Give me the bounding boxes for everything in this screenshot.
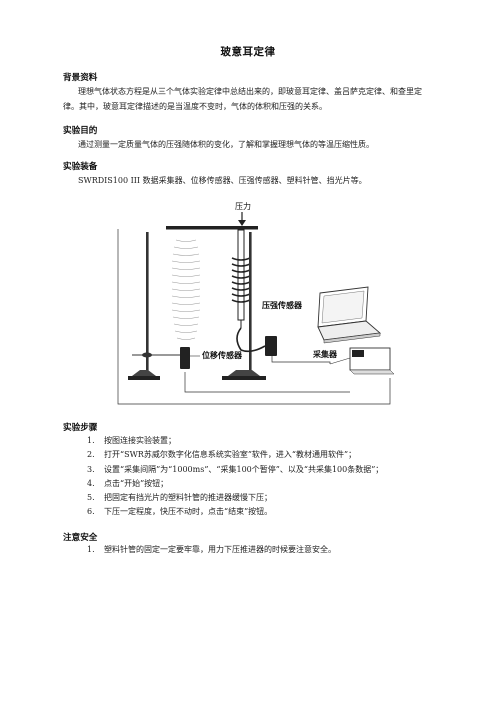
list-item: 6. 下压一定程度，快压不动时，点击“结束”按钮。 bbox=[63, 505, 272, 519]
stand-left bbox=[128, 232, 180, 380]
syringe-icon bbox=[231, 229, 251, 328]
label-displacement-sensor: 位移传感器 bbox=[202, 350, 243, 360]
laptop-icon bbox=[317, 286, 382, 344]
list-item: 2. 打开“SWR苏威尔数字化信息系统实验室”软件，进入“教材通用软件”； bbox=[63, 448, 356, 462]
label-pressure-sensor: 压强传感器 bbox=[262, 300, 303, 310]
list-item-text: 点击“开始”按钮； bbox=[104, 478, 169, 488]
list-item-text: 把固定有挡光片的塑料针管的推进器缓慢下压； bbox=[104, 493, 272, 503]
stand-right bbox=[222, 232, 266, 380]
collector-icon bbox=[329, 347, 395, 375]
section-heading-safety: 注意安全 bbox=[63, 533, 98, 543]
page-title: 玻意耳定律 bbox=[220, 46, 276, 58]
pressure-sensor-icon bbox=[265, 336, 277, 356]
list-item-text: 下压一定程度，快压不动时，点击“结束”按钮。 bbox=[104, 507, 273, 517]
list-item-number: 5. bbox=[87, 493, 95, 503]
list-item-text: 打开“SWR苏威尔数字化信息系统实验室”软件，进入“教材通用软件”； bbox=[104, 450, 357, 460]
purpose-text: 通过测量一定质量气体的压强随体积的变化，了解和掌握理想气体的等温压缩性质。 bbox=[78, 140, 374, 149]
wiring bbox=[117, 229, 391, 405]
list-item: 4. 点击“开始”按钮； bbox=[63, 477, 168, 491]
spring-icon bbox=[171, 239, 201, 340]
list-item-number: 6. bbox=[87, 507, 95, 517]
list-item: 1. 按图连接实验装置； bbox=[63, 434, 176, 448]
list-item-number: 1. bbox=[87, 545, 95, 554]
equipment-text: SWRDIS100 III 数据采集器、位移传感器、压强传感器、塑料针管、挡光片… bbox=[78, 176, 367, 185]
list-item: 5. 把固定有挡光片的塑料针管的推进器缓慢下压； bbox=[63, 491, 272, 505]
safety-list: 1. 塑料针管的固定一定要牢靠，用力下压推进器的时候要注意安全。 bbox=[63, 543, 336, 557]
steps-list: 1. 按图连接实验装置； 2. 打开“SWR苏威尔数字化信息系统实验室”软件，进入“教… bbox=[63, 434, 383, 520]
label-pressure: 压力 bbox=[235, 201, 251, 211]
background-text: 理想气体状态方程是从三个气体实验定律中总结出来的，即玻意耳定律、盖吕萨克定律、和… bbox=[63, 87, 422, 111]
pressure-plate bbox=[166, 212, 258, 230]
section-heading-equipment: 实验装备 bbox=[63, 162, 98, 172]
displacement-sensor-icon bbox=[180, 347, 190, 369]
list-item-text: 按图连接实验装置； bbox=[104, 436, 176, 445]
list-item-text: 塑料针管的固定一定要牢靠，用力下压推进器的时候要注意安全。 bbox=[104, 545, 336, 554]
list-item-text: 设置“采集间隔”为“1000ms”、“采集100个暂停”、以及“共采集100条数… bbox=[104, 464, 384, 474]
sensor-tube bbox=[236, 327, 266, 353]
list-item-number: 1. bbox=[87, 436, 95, 445]
list-item-number: 2. bbox=[87, 450, 95, 460]
list-item: 3. 设置“采集间隔”为“1000ms”、“采集100个暂停”、以及“共采集100… bbox=[63, 463, 383, 477]
section-heading-purpose: 实验目的 bbox=[63, 126, 98, 136]
list-item-number: 4. bbox=[87, 478, 95, 488]
list-item: 1. 塑料针管的固定一定要牢靠，用力下压推进器的时候要注意安全。 bbox=[63, 543, 336, 557]
section-heading-background: 背景资料 bbox=[63, 73, 98, 83]
label-collector: 采集器 bbox=[312, 349, 338, 359]
section-heading-steps: 实验步骤 bbox=[63, 423, 98, 433]
list-item-number: 3. bbox=[87, 464, 95, 474]
